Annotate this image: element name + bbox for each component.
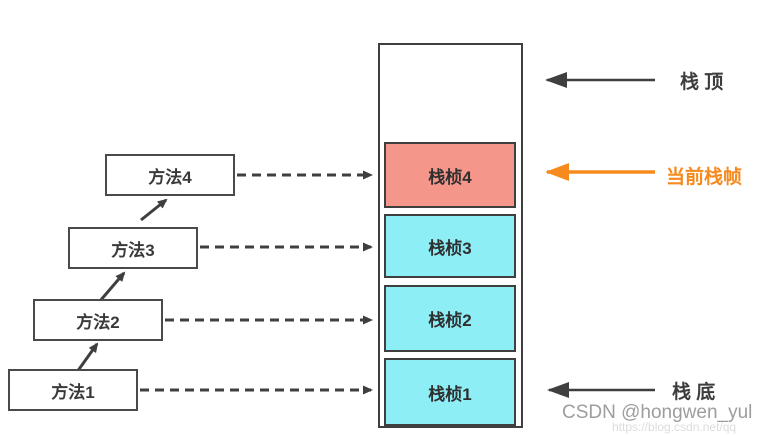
stack-frame-4-current: 栈桢4 — [384, 142, 516, 208]
stack-frame-2-label: 栈桢2 — [428, 311, 472, 330]
method-box-3: 方法3 — [68, 227, 198, 269]
csdn-watermark: CSDN @hongwen_yul — [562, 402, 753, 423]
stack-top-label: 栈 顶 — [680, 72, 724, 93]
stack-frame-4-label: 栈桢4 — [428, 167, 472, 187]
call-arrow-method1-to-method2 — [75, 342, 99, 373]
stack-frame-3-label: 栈桢3 — [428, 238, 472, 258]
stack-frame-2: 栈桢2 — [384, 285, 516, 352]
call-arrow-method2-to-method3 — [98, 271, 126, 302]
stack-frame-1: 栈桢1 — [384, 358, 516, 426]
method-2-label: 方法2 — [76, 312, 120, 332]
method-box-1: 方法1 — [8, 369, 138, 411]
current-frame-label: 当前栈帧 — [666, 167, 743, 188]
method-box-4: 方法4 — [105, 154, 235, 196]
method-1-label: 方法1 — [51, 382, 95, 402]
stack-container: 栈桢4 栈桢3 栈桢2 栈桢1 — [378, 43, 523, 428]
method-3-label: 方法3 — [111, 240, 155, 260]
stack-frame-3: 栈桢3 — [384, 214, 516, 278]
csdn-watermark-url: https://blog.csdn.net/qq — [612, 420, 737, 434]
method-4-label: 方法4 — [148, 167, 192, 187]
call-arrow-method3-to-method4 — [140, 198, 168, 222]
method-box-2: 方法2 — [33, 299, 163, 341]
stack-bottom-label: 栈 底 — [672, 382, 716, 403]
stack-frame-1-label: 栈桢1 — [428, 384, 472, 404]
